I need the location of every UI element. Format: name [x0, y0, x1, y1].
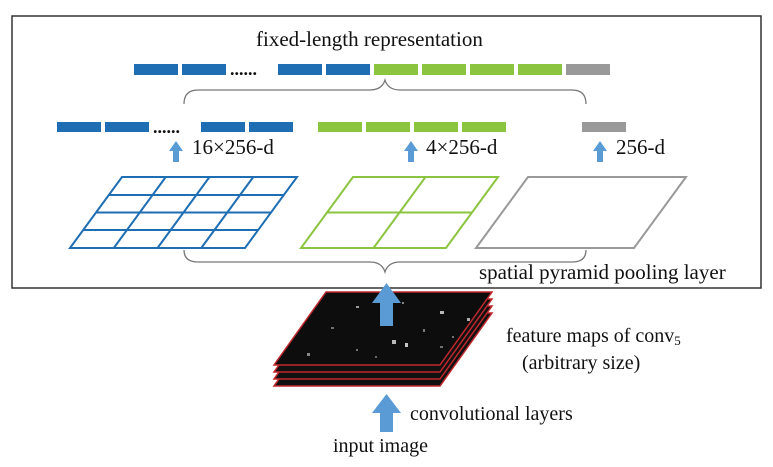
brace-bottom: [183, 249, 587, 275]
brace-top: [183, 77, 587, 105]
pooled-vector-16: ......: [57, 117, 293, 137]
dim-1-label: 256-d: [616, 135, 665, 159]
vector-segment-blue: [201, 122, 245, 132]
vector-segment-blue: [249, 122, 293, 132]
vector-segment-blue: [105, 122, 149, 132]
vector-segment-blue: [278, 64, 322, 75]
fixed-length-vector: ......: [134, 59, 610, 79]
pooling-grid-4x4: [68, 176, 299, 249]
vector-segment-green: [518, 64, 562, 75]
vector-segment-green: [374, 64, 418, 75]
vector-segment-green: [366, 122, 410, 132]
spp-layer-label: spatial pyramid pooling layer: [479, 260, 726, 284]
vector-segment-green: [422, 64, 466, 75]
vector-segment-blue: [134, 64, 178, 75]
vector-segment-green: [318, 122, 362, 132]
pooling-grid-1x1: [474, 176, 688, 249]
ellipsis-top: ......: [230, 59, 257, 79]
dim-16-label: 16×256-d: [192, 135, 274, 159]
activation-specks: [307, 302, 470, 358]
conv-subscript: 5: [674, 333, 681, 348]
vector-segment-green: [414, 122, 458, 132]
vector-segment-green: [470, 64, 514, 75]
arrow-up-icon: [593, 141, 607, 162]
vector-segment-blue: [182, 64, 226, 75]
ellipsis-mid: ......: [153, 117, 180, 137]
vector-segment-blue: [57, 122, 101, 132]
feature-maps-stack: [272, 291, 494, 387]
arrow-up-icon: [372, 394, 401, 432]
arbitrary-size-label: (arbitrary size): [522, 352, 641, 374]
dim-4-label: 4×256-d: [426, 135, 498, 159]
vector-segment-gray: [566, 64, 610, 75]
feature-maps-label: feature maps of conv5: [506, 326, 681, 347]
pooled-vector-1: [582, 122, 626, 132]
fixed-length-label: fixed-length representation: [256, 27, 483, 51]
vector-segment-blue: [326, 64, 370, 75]
arrow-up-icon: [372, 283, 401, 326]
input-image-label: input image: [333, 435, 428, 457]
arrow-up-icon: [404, 141, 418, 162]
vector-segment-green: [462, 122, 506, 132]
pooled-vector-4: [318, 122, 506, 132]
arrow-up-icon: [169, 141, 183, 162]
vector-segment-gray: [582, 122, 626, 132]
pooling-grid-2x2: [299, 176, 500, 249]
conv-layers-label: convolutional layers: [410, 403, 573, 425]
feature-maps-text: feature maps of conv: [506, 325, 675, 347]
feature-map-layer: [272, 291, 494, 366]
